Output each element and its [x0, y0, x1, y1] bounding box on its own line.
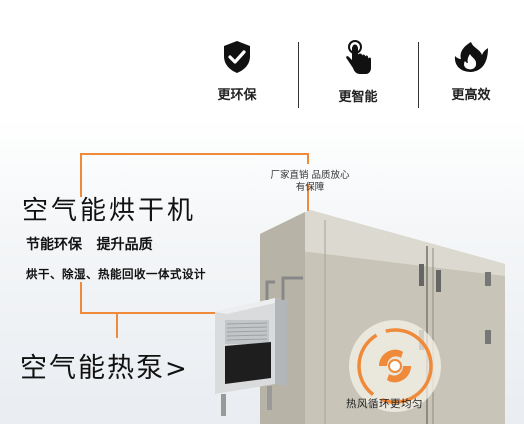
- flame-icon: [454, 42, 488, 72]
- feature-label: 更智能: [338, 90, 378, 105]
- accent-line-right: [307, 184, 309, 222]
- feature-divider: [418, 42, 419, 108]
- product-slogan: 节能环保 提升品质: [26, 237, 153, 253]
- accent-line-right-stub: [307, 153, 309, 164]
- heat-pump-dryer-image: [215, 210, 505, 424]
- feature-label: 更环保: [217, 88, 257, 103]
- chevron-right-icon: >: [165, 354, 189, 384]
- feature-eco: 更环保: [192, 40, 282, 103]
- accent-line-left-bottom: [80, 282, 82, 314]
- accent-line-connector: [116, 312, 118, 338]
- guarantee-note: 厂家直销 品质放心 有保障: [258, 170, 362, 194]
- feature-label: 更高效: [451, 88, 491, 103]
- feature-efficient: 更高效: [426, 40, 516, 103]
- accent-line-bottom: [80, 312, 216, 314]
- finger-touch-icon: [346, 40, 371, 74]
- product-title: 空气能烘干机: [22, 196, 197, 226]
- feature-divider: [298, 42, 299, 108]
- shield-check-icon: [224, 41, 250, 73]
- hot-air-badge: 热风循环更均匀: [346, 398, 423, 410]
- accent-line-left-top: [80, 153, 82, 197]
- guarantee-note-line: 有保障: [295, 182, 325, 193]
- accent-line-top: [80, 153, 308, 155]
- guarantee-note-line: 厂家直销 品质放心: [270, 170, 350, 181]
- heat-pump-link-label: 空气能热泵: [20, 353, 165, 384]
- heat-pump-link[interactable]: 空气能热泵>: [20, 346, 189, 385]
- product-description: 烘干、除湿、热能回收一体式设计: [26, 267, 206, 281]
- feature-smart: 更智能: [313, 40, 403, 105]
